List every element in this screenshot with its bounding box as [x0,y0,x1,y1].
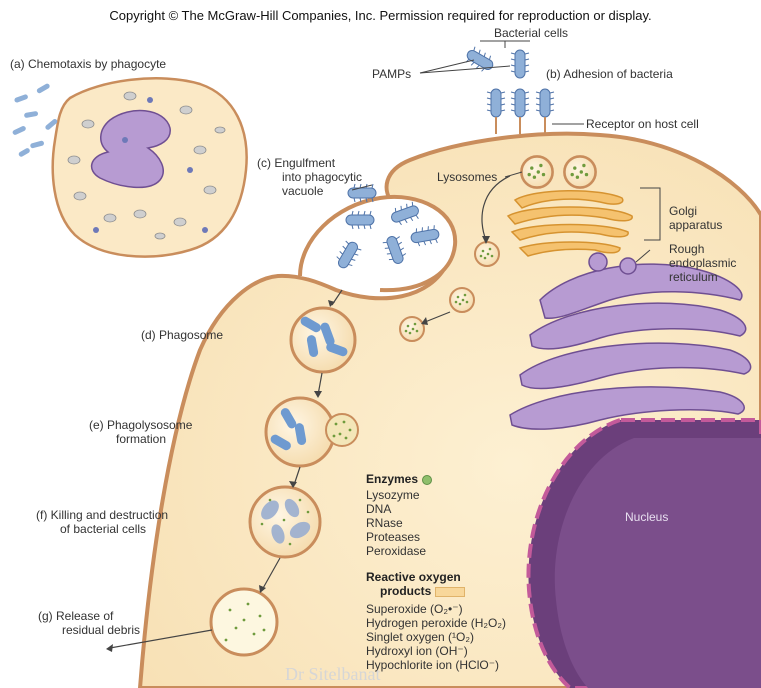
label-rer-1: Rough [669,242,704,256]
enzyme-item: DNA [366,502,391,516]
label-step-a: (a) Chemotaxis by phagocyte [10,57,166,71]
label-step-c-3: vacuole [282,184,323,198]
label-rer-2: endoplasmic [669,256,736,270]
label-step-g-2: residual debris [62,623,140,637]
label-golgi-1: Golgi [669,204,697,218]
ros-item: Superoxide (O₂•⁻) [366,602,463,616]
label-golgi-2: apparatus [669,218,722,232]
label-step-c-2: into phagocytic [282,170,362,184]
label-nucleus: Nucleus [625,510,668,524]
label-step-f-1: (f) Killing and destruction [36,508,168,522]
ros-item: Hydroxyl ion (OH⁻) [366,644,468,658]
enzymes-title-text: Enzymes [366,472,418,486]
label-lysosomes: Lysosomes [437,170,497,184]
enzyme-item: RNase [366,516,403,530]
label-receptor: Receptor on host cell [586,117,699,131]
ros-item: Singlet oxygen (¹O₂) [366,630,474,644]
free-bacteria [12,83,58,158]
ros-title-1: Reactive oxygen [366,570,461,584]
engulfment-cup [300,197,455,290]
copyright-text: Copyright © The McGraw-Hill Companies, I… [0,8,761,23]
ros-item: Hydrogen peroxide (H₂O₂) [366,616,506,630]
killing-vesicle [250,487,320,557]
phagosome [291,308,355,372]
label-pamps: PAMPs [372,67,411,81]
label-step-e-2: formation [116,432,166,446]
label-step-f-2: of bacterial cells [60,522,146,536]
enzyme-item: Lysozyme [366,488,420,502]
ros-item: Hypochlorite ion (HClO⁻) [366,658,499,672]
label-step-e-1: (e) Phagolysosome [89,418,192,432]
residual-debris [211,589,277,655]
label-step-g-1: (g) Release of [38,609,113,623]
ros-title-2: products [380,584,465,598]
label-bacterial-cells: Bacterial cells [494,26,568,40]
enzymes-title: Enzymes [366,472,432,486]
label-step-d: (d) Phagosome [141,328,223,342]
label-rer-3: reticulum [669,270,718,284]
enzyme-item: Proteases [366,530,420,544]
label-step-c-1: (c) Engulfment [257,156,335,170]
ros-title-2-text: products [380,584,431,598]
ros-swatch [435,587,465,597]
watermark-text: Dr Sitelbanat [285,664,380,685]
enzymes-swatch [422,475,432,485]
enzyme-item: Peroxidase [366,544,426,558]
label-step-b: (b) Adhesion of bacteria [546,67,673,81]
